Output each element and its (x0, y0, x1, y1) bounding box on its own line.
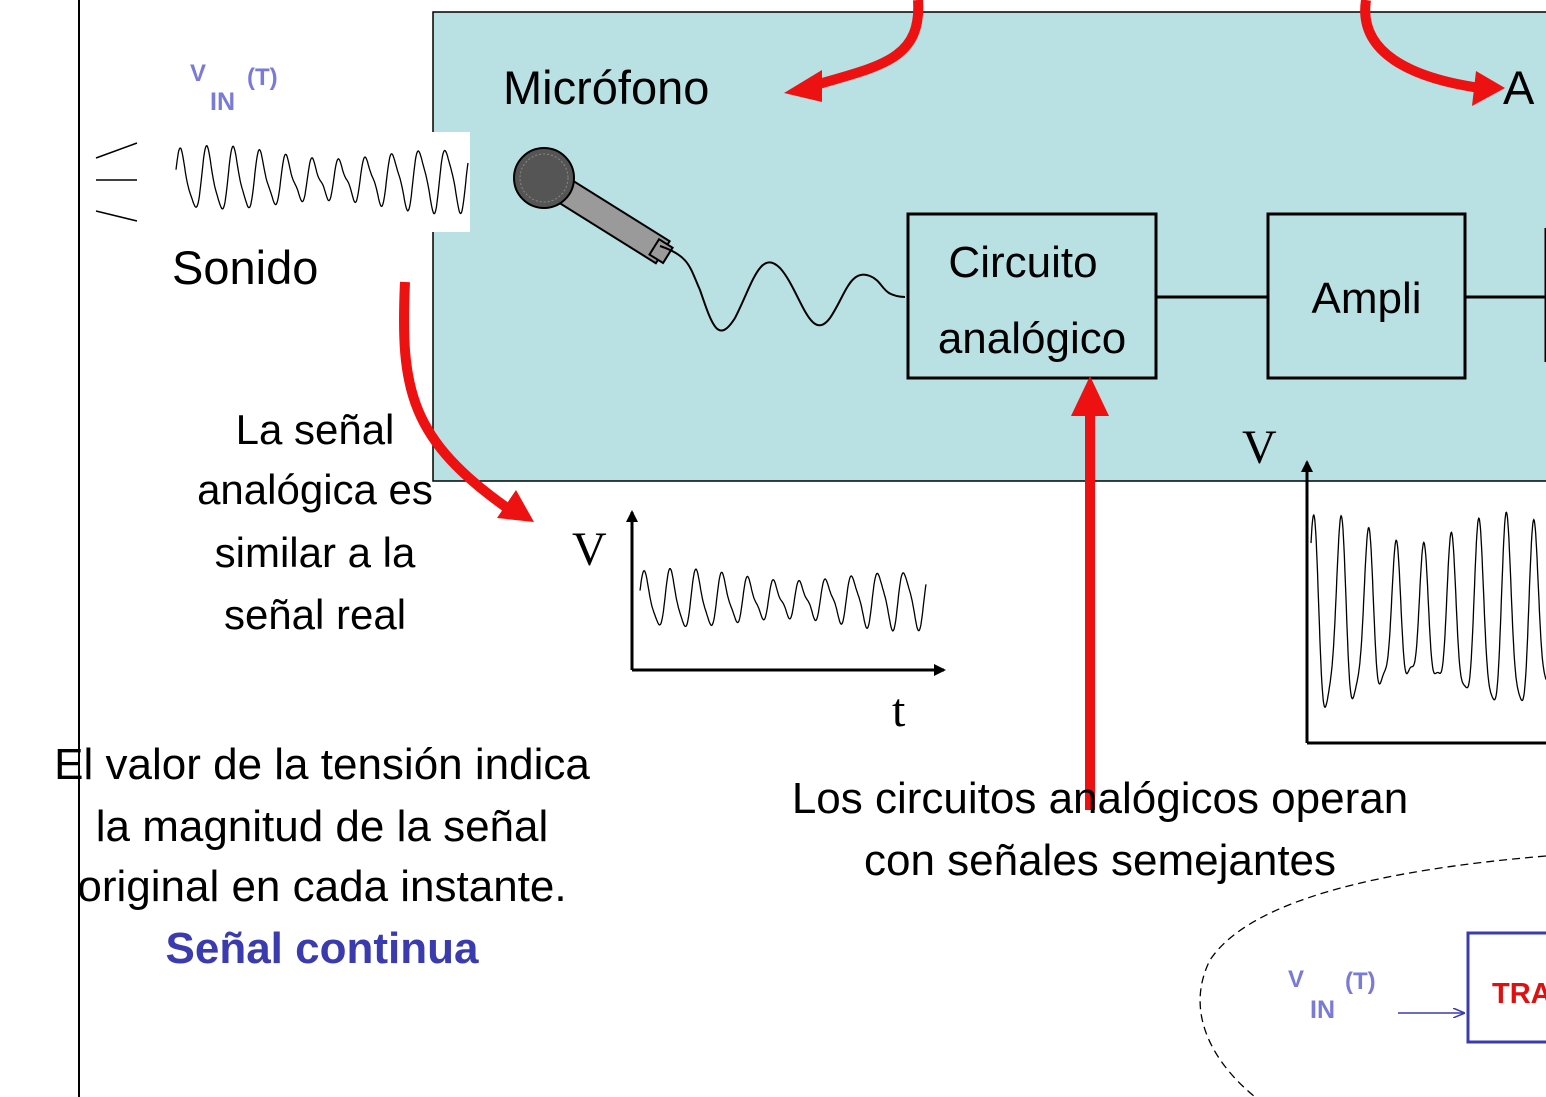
right-label-partial: A (1503, 61, 1535, 114)
microphone-icon (513, 147, 674, 265)
small-graph-x-label: t (892, 684, 906, 737)
small-signal-graph (626, 510, 946, 676)
red-arrowheads (497, 70, 1505, 522)
ampli-box-label: Ampli (1311, 274, 1422, 323)
sound-waveform (175, 145, 469, 215)
vin-top-sub: IN (210, 88, 235, 116)
vin-bottom-sup: (T) (1345, 968, 1376, 995)
vin-label-bottom: V IN (T) (1288, 962, 1398, 1032)
vin-top-v: V (190, 60, 207, 87)
note-circuits-line: con señales semejantes (863, 836, 1337, 885)
note-similar-line: señal real (223, 591, 407, 638)
circuit-box-line2: analógico (937, 314, 1127, 363)
note-similar-line: similar a la (214, 529, 416, 576)
circuit-box-line1: Circuito (948, 238, 1098, 287)
circuit-box (906, 212, 1158, 380)
vin-bottom-sub: IN (1310, 996, 1335, 1024)
small-graph-y-label: V (572, 523, 607, 576)
big-graph-y-label: V (1242, 421, 1277, 474)
vin-bottom-v: V (1288, 966, 1305, 993)
arrow-sound-to-graph (398, 281, 513, 515)
note-value-line: la magnitud de la señal (95, 802, 549, 851)
small-graph-waveform (639, 567, 927, 632)
note-similar-line: La señal (235, 406, 395, 453)
dashed-region-outline (1199, 855, 1546, 1097)
arrow-to-microphone (810, 0, 924, 91)
microphone-label: Micrófono (503, 61, 710, 114)
vin-label-top: V IN (T) (190, 56, 300, 126)
note-similar-line: analógica es (197, 466, 433, 513)
sound-wave-background (168, 132, 470, 232)
red-arrows (398, 0, 1481, 810)
tra-box (1466, 931, 1546, 1044)
sound-waves-icon (95, 142, 138, 222)
arrow-to-right-label (1360, 0, 1481, 93)
microphone-cable-signal (659, 245, 906, 332)
big-signal-graph (1301, 460, 1546, 745)
note-value-line: original en cada instante. (77, 862, 567, 911)
vin-top-sup: (T) (247, 64, 278, 91)
note-value-line: El valor de la tensión indica (54, 740, 590, 789)
sound-label: Sonido (172, 241, 319, 294)
continuous-signal-label: Señal continua (165, 924, 479, 973)
big-graph-waveform (1310, 511, 1546, 708)
tra-box-label: TRA (1492, 978, 1546, 1010)
note-circuits-line: Los circuitos analógicos operan (791, 774, 1409, 823)
